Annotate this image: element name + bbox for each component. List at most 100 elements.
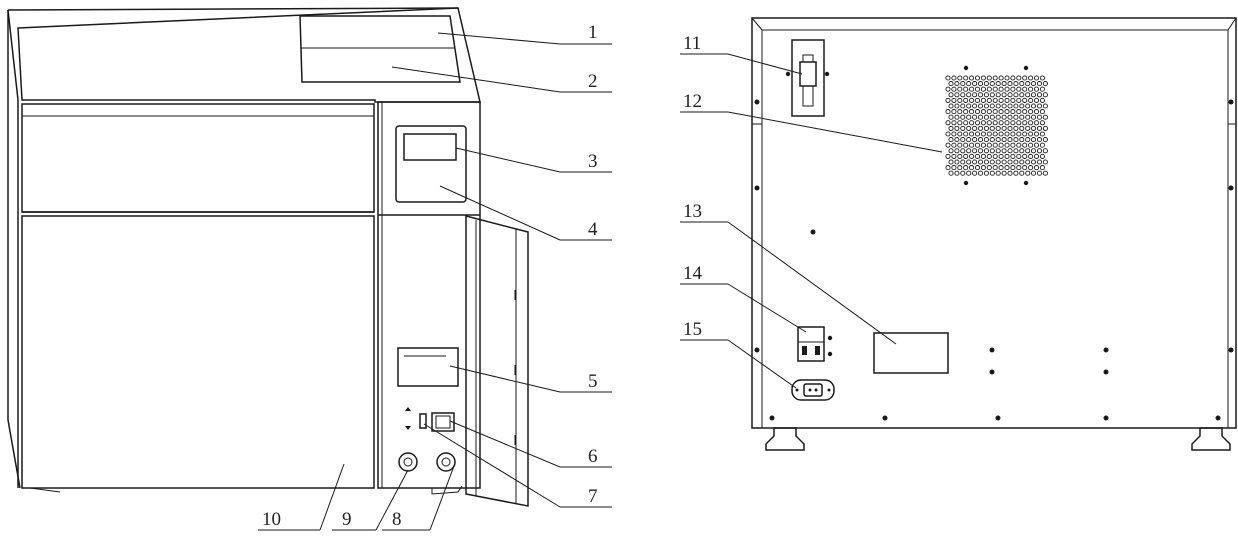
vent-hole [1007,159,1013,165]
vent-hole [1039,97,1045,103]
vent-hole [1007,114,1013,120]
rear-panel [751,17,1237,429]
vent-hole [1001,125,1007,131]
vent-hole [1019,103,1025,109]
vent-hole [989,159,995,165]
vent-hole [1036,159,1043,165]
vent-hole [1030,103,1037,109]
vent-hole [1007,103,1013,109]
vent-hole [992,153,998,159]
vent-hole [1007,92,1013,98]
vent-hole [1016,75,1022,81]
vent-hole [992,120,998,126]
vent-hole [948,159,954,165]
vent-hole [1016,131,1022,137]
vent-hole [983,103,989,109]
vent-hole [951,109,957,115]
vent-hole [998,153,1004,159]
vent-hole [977,170,984,176]
vent-hole [957,153,963,159]
vent-hole [1033,97,1040,103]
vent-hole [1033,75,1040,81]
vent-hole [986,75,992,81]
vent-hole [948,81,954,87]
vent-hole [1028,165,1034,171]
vent-hole [966,148,972,154]
vent-hole [963,120,969,126]
vent-hole [983,170,989,176]
vent-hole [980,165,986,171]
vent-hole [1022,86,1028,92]
vent-hole [966,114,972,120]
vent-hole [1004,153,1010,159]
vent-hole [986,109,992,115]
vent-hole [986,86,992,92]
vent-hole [1042,81,1048,87]
vent-hole [1001,114,1007,120]
vent-hole [980,142,986,148]
vent-hole [989,125,995,131]
vent-hole [1004,86,1010,92]
vent-hole [983,92,989,98]
vent-hole [977,125,984,131]
vent-hole [1004,131,1010,137]
rear-view: 11 12 13 14 15 [680,17,1237,451]
vent-hole [1001,92,1007,98]
vent-hole [1042,125,1048,131]
vent-hole [1028,142,1034,148]
vent-hole [998,120,1004,126]
vent-hole [960,103,966,109]
vent-hole [966,81,972,87]
vent-hole [998,109,1004,115]
vent-hole [1025,170,1031,176]
vent-hole [986,131,992,137]
vent-hole [1039,153,1045,159]
vent-hole [1025,125,1031,131]
vent-hole [1001,103,1007,109]
vent-hole [995,114,1001,120]
vent-hole [1042,159,1048,165]
vent-hole [983,114,989,120]
foot-right [1191,427,1231,451]
vent-hole [983,81,989,87]
vent-hole [1022,109,1028,115]
vent-hole [1010,109,1016,115]
side-door [465,215,529,507]
vent-hole [1033,165,1040,171]
vent-hole [1013,170,1019,176]
vent-hole [1004,109,1010,115]
vent-hole [974,120,981,126]
vent-hole [983,148,989,154]
vent-hole [1010,131,1016,137]
vent-hole [977,114,984,120]
vent-hole [969,109,975,115]
vent-hole [1001,148,1007,154]
door-lower-panel [21,215,375,489]
vent-hole [960,92,966,98]
nameplate [873,332,949,374]
vent-hole [1036,103,1043,109]
vent-hole [948,92,954,98]
vent-hole [1042,92,1048,98]
vent-hole [989,92,995,98]
vent-hole [1010,75,1016,81]
callout-12: 12 [683,91,702,112]
vent-hole [957,86,963,92]
vent-hole [1004,120,1010,126]
vent-hole [998,75,1004,81]
vent-hole [1028,131,1034,137]
vent-hole [1036,170,1043,176]
vent-hole [995,92,1001,98]
vent-hole [1022,75,1028,81]
vent-hole [1007,170,1013,176]
vent-hole [963,75,969,81]
callout-7: 7 [588,486,598,507]
vent-hole [1028,120,1034,126]
vent-hole [951,120,957,126]
vent-hole [1030,170,1037,176]
vent-hole [998,86,1004,92]
vent-hole [986,97,992,103]
vent-hole [1016,153,1022,159]
display-screen [403,133,457,161]
vent-hole [1030,148,1037,154]
